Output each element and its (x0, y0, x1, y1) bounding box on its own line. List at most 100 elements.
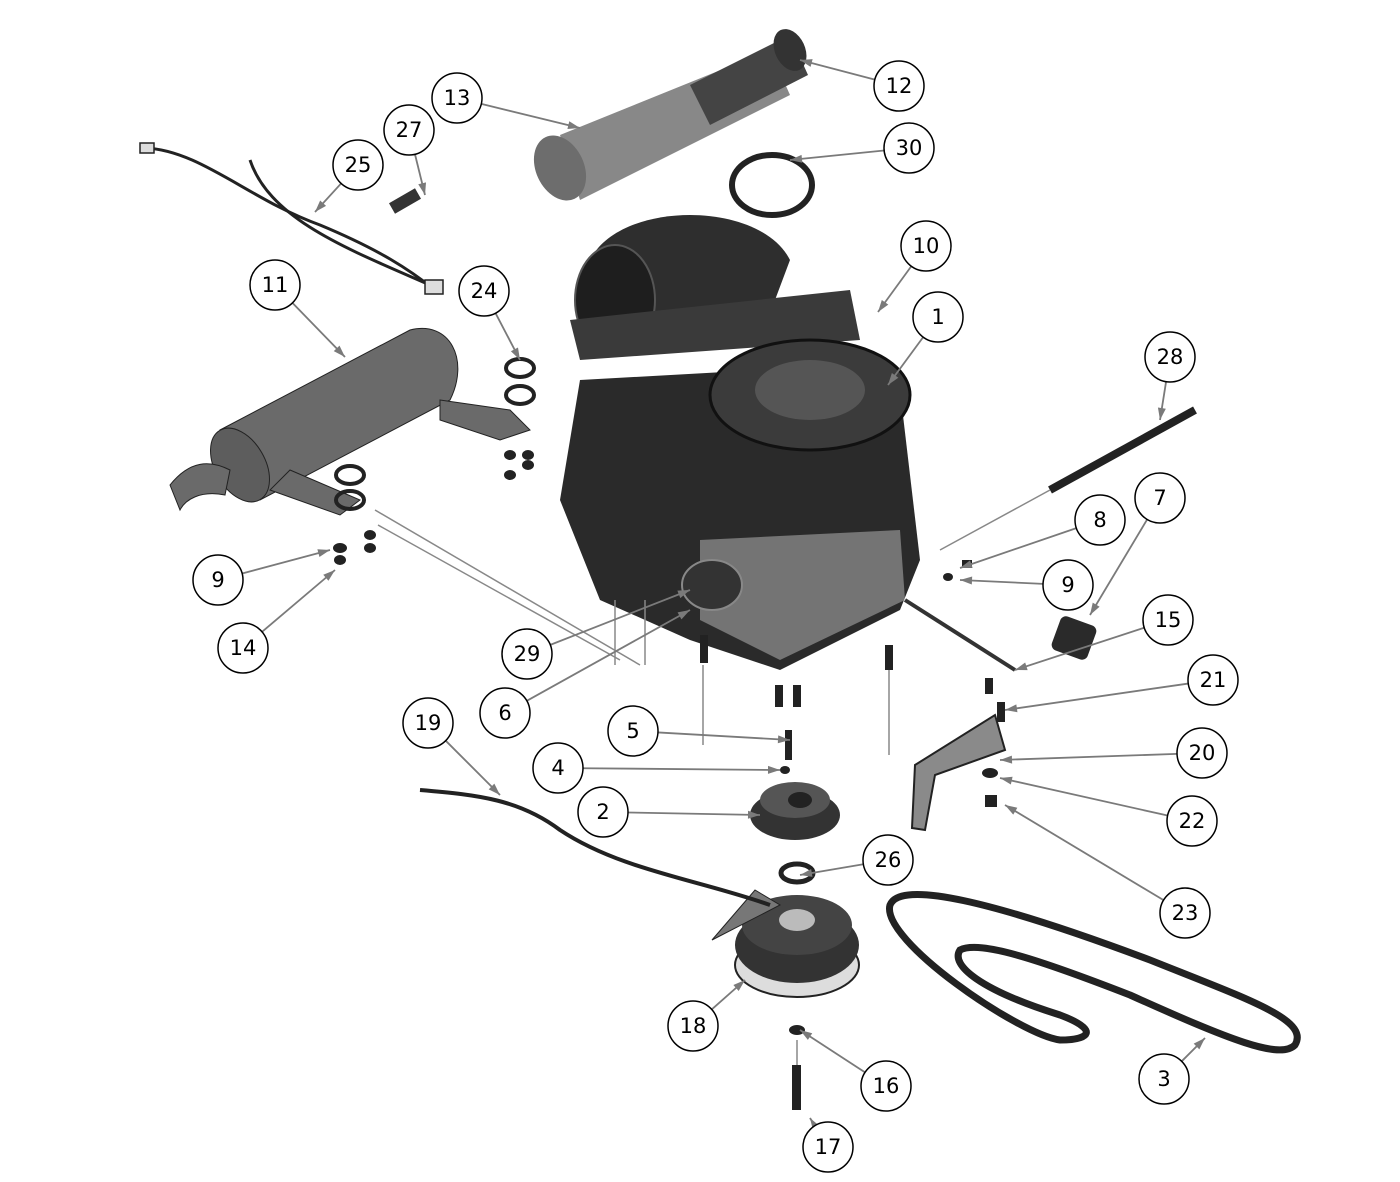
callout-29: 29 (501, 628, 553, 680)
callout-6: 6 (479, 687, 531, 739)
callout-number: 29 (514, 642, 541, 666)
oil-line-part (1048, 406, 1197, 494)
leader-line (657, 731, 791, 741)
leader-line (1004, 682, 1189, 711)
air-cleaner-assembly (570, 152, 860, 360)
callout-20: 20 (1176, 727, 1228, 779)
callout-circle (431, 72, 483, 124)
callout-circle (912, 291, 964, 343)
leader-arrowhead (960, 560, 973, 568)
callout-circle (1138, 1053, 1190, 1105)
callout-16: 16 (860, 1060, 912, 1112)
callout-number: 25 (345, 153, 372, 177)
callout-number: 26 (875, 848, 902, 872)
callout-4: 4 (532, 742, 584, 794)
leader-arrowhead (677, 590, 690, 599)
callout-number: 14 (230, 636, 257, 660)
leader-arrowhead (315, 200, 327, 212)
callout-22: 22 (1166, 795, 1218, 847)
leader-line (481, 103, 581, 129)
callout-circle (501, 628, 553, 680)
leader-arrowhead (1000, 755, 1013, 764)
callout-number: 15 (1155, 608, 1182, 632)
leader-arrowhead (777, 735, 790, 744)
callout-15: 15 (1142, 594, 1194, 646)
callout-number: 13 (444, 86, 471, 110)
callout-circle (900, 220, 952, 272)
callout-circle (532, 742, 584, 794)
leader-line (799, 1029, 866, 1074)
callout-circle (1074, 494, 1126, 546)
leader-line (789, 149, 885, 161)
callout-circle (607, 705, 659, 757)
leader-line (1004, 804, 1165, 901)
leader-line (999, 752, 1178, 761)
bolts (333, 450, 1005, 1110)
callout-9: 9 (1042, 559, 1094, 611)
callout-13: 13 (431, 72, 483, 124)
callout-18: 18 (667, 1000, 719, 1052)
callout-number: 19 (415, 711, 442, 735)
leader-arrowhead (960, 576, 973, 585)
callout-circle (217, 622, 269, 674)
leader-arrowhead (800, 59, 813, 67)
callout-28: 28 (1144, 331, 1196, 383)
leader-line (799, 59, 876, 81)
callout-circle (1142, 594, 1194, 646)
pulley-part (750, 782, 840, 885)
leader-arrowhead (333, 345, 345, 357)
callout-30: 30 (883, 122, 935, 174)
callout-number: 28 (1157, 345, 1184, 369)
callout-circle (860, 1060, 912, 1112)
callout-circle (1187, 654, 1239, 706)
leader-arrowhead (488, 783, 500, 795)
callout-21: 21 (1187, 654, 1239, 706)
leader-arrowhead (1193, 1038, 1205, 1050)
muffler-part (169, 328, 531, 516)
leader-line (1089, 518, 1148, 616)
callout-number: 23 (1172, 901, 1199, 925)
leader-arrowhead (878, 299, 889, 312)
leader-line (291, 302, 346, 358)
leader-arrowhead (418, 182, 427, 195)
callout-number: 12 (886, 74, 913, 98)
callout-number: 4 (551, 756, 564, 780)
leader-arrowhead (733, 980, 745, 991)
callout-number: 7 (1153, 486, 1166, 510)
leader-line (959, 527, 1077, 569)
callout-7: 7 (1134, 472, 1186, 524)
callout-number: 6 (498, 701, 511, 725)
leader-arrowhead (677, 610, 690, 620)
leader-arrowhead (800, 1030, 813, 1040)
leader-arrowhead (1090, 602, 1100, 615)
callout-circle (1144, 331, 1196, 383)
callout-25: 25 (332, 139, 384, 191)
callout-circle (1176, 727, 1228, 779)
wire-harness-part (139, 142, 444, 295)
callout-circle (862, 834, 914, 886)
callout-circle (402, 697, 454, 749)
callout-14: 14 (217, 622, 269, 674)
callout-24: 24 (458, 265, 510, 317)
spark-plug-part (389, 188, 421, 214)
callout-number: 8 (1093, 508, 1106, 532)
leader-line (445, 740, 501, 796)
air-filter-part (533, 29, 808, 201)
callout-number: 18 (680, 1014, 707, 1038)
callout-27: 27 (383, 104, 435, 156)
leader-arrowhead (1157, 407, 1166, 420)
leader-arrowhead (1005, 704, 1018, 713)
callout-number: 24 (471, 279, 498, 303)
leader-arrowhead (567, 121, 580, 130)
leader-arrowhead (747, 810, 760, 819)
callout-1: 1 (912, 291, 964, 343)
callout-circle (458, 265, 510, 317)
callout-19: 19 (402, 697, 454, 749)
engine-block-part (560, 338, 920, 670)
leader-arrowhead (790, 154, 803, 163)
callout-number: 22 (1179, 809, 1206, 833)
callout-number: 21 (1200, 668, 1227, 692)
callout-8: 8 (1074, 494, 1126, 546)
belt-part (886, 890, 1301, 1054)
